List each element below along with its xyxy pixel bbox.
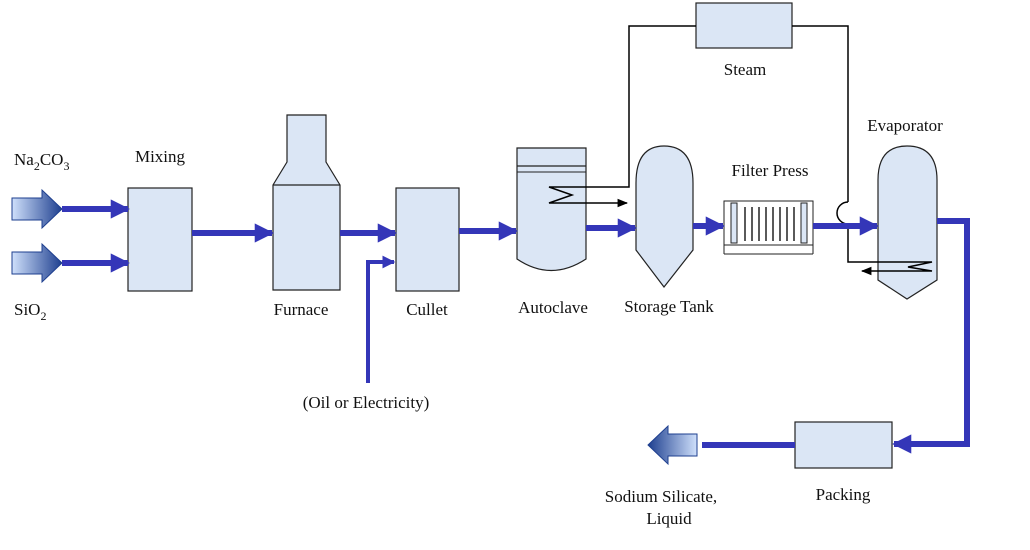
flow-fuel-to-cullet	[366, 255, 396, 383]
evaporator-unit	[877, 145, 938, 300]
furnace-unit	[272, 114, 341, 291]
sio2-input-arrow	[11, 242, 63, 284]
evaporator-label: Evaporator	[867, 116, 943, 135]
product-label-line-2: Liquid	[646, 509, 692, 528]
mixing-unit	[127, 187, 193, 292]
autoclave-unit	[516, 147, 587, 271]
filter-press-unit	[723, 200, 814, 255]
sio2-label: SiO2	[14, 300, 46, 323]
steam-unit	[695, 2, 793, 49]
storage-tank-label: Storage Tank	[624, 297, 714, 316]
evaporator-heating-coil	[860, 261, 933, 276]
cullet-unit	[395, 187, 460, 292]
product-output-arrow	[647, 424, 698, 466]
product-label-line-1: Sodium Silicate,	[605, 487, 717, 506]
autoclave-label: Autoclave	[518, 298, 588, 317]
mixing-label: Mixing	[135, 147, 186, 166]
fuel-input-label: (Oil or Electricity)	[303, 393, 430, 412]
na2co3-label: Na2CO3	[14, 150, 69, 173]
steam-label: Steam	[724, 60, 767, 79]
autoclave-heating-coil	[548, 186, 629, 208]
flow-evaporator-to-packing	[892, 218, 970, 454]
cullet-label: Cullet	[406, 300, 448, 319]
packing-label: Packing	[816, 485, 871, 504]
process-flow-arrows	[62, 199, 970, 454]
furnace-label: Furnace	[274, 300, 329, 319]
na2co3-input-arrow	[11, 188, 63, 230]
packing-unit	[794, 421, 893, 469]
filter-press-label: Filter Press	[732, 161, 809, 180]
storage-tank-unit	[635, 145, 694, 288]
